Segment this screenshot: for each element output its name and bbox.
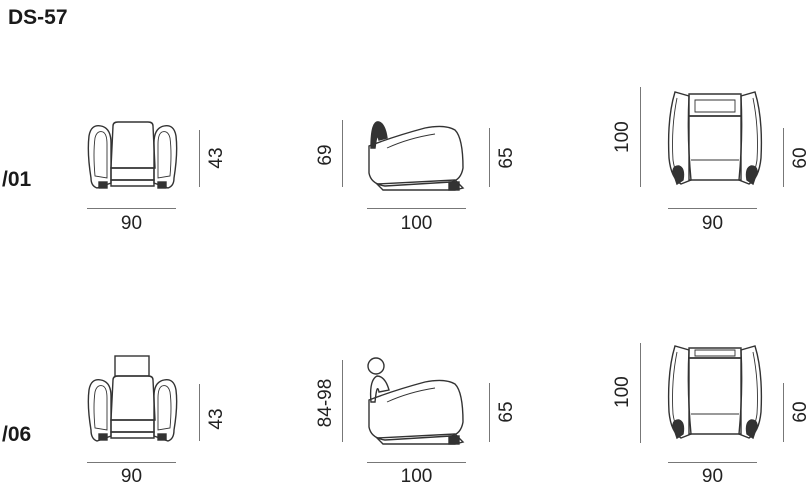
side-height-line-left (342, 120, 343, 187)
top-view-drawing (667, 345, 763, 440)
top-width-value: 90 (701, 466, 724, 487)
side-depth-value: 100 (400, 213, 433, 234)
side-height-value-left: 84-98 (315, 378, 336, 428)
top-width-line (668, 208, 757, 209)
front-width-value: 90 (120, 466, 143, 487)
variant-label: /06 (2, 423, 32, 446)
model-title: DS-57 (8, 6, 68, 29)
top-height-line (783, 128, 784, 187)
variant-label: /01 (2, 168, 32, 191)
side-view-drawing (368, 121, 465, 191)
top-height-value: 60 (790, 147, 810, 169)
top-view-drawing (667, 91, 763, 186)
side-height-line-right (489, 128, 490, 187)
top-depth-line (640, 343, 641, 443)
top-width-value: 90 (701, 213, 724, 234)
top-height-line (783, 383, 784, 442)
front-view-drawing (87, 121, 178, 189)
side-depth-line (367, 208, 466, 209)
front-height-value: 43 (206, 408, 227, 430)
front-width-value: 90 (120, 213, 143, 234)
side-height-line-right (489, 383, 490, 442)
front-height-line (199, 384, 200, 441)
front-width-line (87, 208, 176, 209)
front-view-drawing (87, 355, 178, 442)
top-depth-line (640, 87, 641, 187)
front-height-line (199, 130, 200, 187)
side-height-value-left: 69 (315, 144, 336, 166)
side-height-value-right: 65 (496, 401, 517, 423)
top-depth-value: 100 (612, 121, 633, 153)
front-height-value: 43 (206, 147, 227, 169)
top-height-value: 60 (790, 401, 810, 423)
side-height-value-right: 65 (496, 147, 517, 169)
side-depth-line (367, 462, 466, 463)
side-height-line-left (342, 360, 343, 442)
side-view-drawing (367, 357, 465, 445)
top-depth-value: 100 (612, 376, 633, 408)
side-depth-value: 100 (400, 466, 433, 487)
top-width-line (668, 462, 757, 463)
front-width-line (87, 462, 176, 463)
